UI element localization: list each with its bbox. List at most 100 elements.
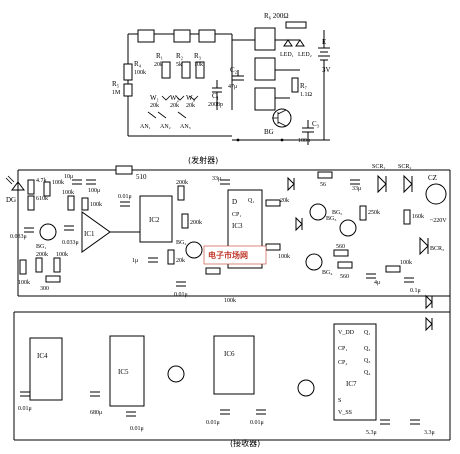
transmitter-caption: (发射器) [188,155,218,165]
label-ic3: IC3 [232,222,243,230]
rx-capacitor-c23 [256,409,266,415]
label-r16-val: 100k [224,298,236,304]
rx-capacitor-c14 [20,391,30,397]
label-r1-val: 4.7k [36,178,47,184]
tx-resistor-r5 [123,83,133,97]
label-ic3-d: D [232,198,237,206]
label-r3-val: 100k [52,180,64,186]
rx-resistor-r4 [19,259,27,275]
battery-icon [318,30,330,140]
transmitter-section: R₆ 200Ω R₄ 100k R₅ 1M R₁ 20k R₂ 5k R₃ 10… [112,12,331,165]
label-r2-val: 610k [36,196,48,202]
rx-transistor-bg4 [305,253,323,271]
label-c3-val: 10μ [64,174,73,180]
label-w2-val: 20k [170,103,179,109]
nand-gate-4 [254,27,276,51]
nand-gate-2 [173,29,191,43]
rx-transistor-bg3 [309,203,327,221]
label-an2: AN₂ [160,124,171,130]
rx-resistor-r10 [81,197,89,211]
label-c2-val: 0.033μ [62,240,79,246]
label-ic7-q3: Q₃ [364,358,370,364]
label-r5-val: 1M [112,90,121,96]
label-bg2: BG₂ [176,240,186,246]
label-ic7-cp2: CP₂ [338,360,347,366]
label-r11-val: 200k [176,180,188,186]
rx-capacitor-c2 [64,225,74,231]
receiver-section: 510 DG 4.7k 610k 100k 100k 200k 100k 300… [5,164,451,448]
label-bg1: BG₁ [36,244,46,250]
label-c2: C₂ [230,66,238,74]
label-r7: R₇ [300,82,308,90]
label-r10-val: 100k [90,202,102,208]
label-led2: LED₂ [298,52,312,58]
tx-resistor-r4 [123,63,133,81]
rx-resistor-r9 [67,195,75,211]
label-bg3: BG₃ [326,216,336,222]
rx-resistor-r19 [359,205,367,221]
tx-resistor-r7 [291,77,299,93]
rx-capacitor-c6 [148,257,158,263]
op-amp-ic1 [81,211,111,253]
label-r1-val: 20k [154,62,163,68]
rx-capacitor-c11 [404,277,414,283]
nand-gate-3 [198,29,216,43]
label-scr1: SCR₁ [372,164,385,170]
ic7-chip [333,323,377,421]
rx-resistor-r22 [385,265,401,273]
label-ic7-q4: Q₄ [364,370,370,376]
rx-resistor-r5 [35,257,43,273]
rx-resistor-r17 [317,171,333,179]
label-r6-val: 100k [56,252,68,258]
label-r19-val: 250k [368,210,380,216]
ic5-chip [109,335,145,407]
label-c18-val: 0.01μ [130,426,144,432]
label-e-val: 3V [322,66,331,74]
label-e: E [322,38,326,46]
label-c10-val: 4μ [374,280,380,286]
label-w1-val: 20k [150,103,159,109]
rx-capacitor-c17 [90,391,100,397]
diode-d10-icon [425,294,433,310]
nand-gate-1 [137,29,155,43]
tx-resistor-r1 [161,61,171,79]
label-c3-val: 100μ [298,138,310,144]
rx-capacitor-c5 [120,201,130,207]
rx-capacitor-c27 [410,419,420,425]
label-ic7-cp1: CP₁ [338,346,347,352]
label-r18-val: 560 [336,244,345,250]
label-c1-val: 0.033μ [10,234,27,240]
watermark-text: 电子市场网 [208,250,248,260]
tx-capacitor-c3 [302,120,314,145]
label-r9-val: 100k [62,190,74,196]
led2-icon [295,39,305,47]
label-r6: R₆ 200Ω [264,12,289,20]
tx-resistor-r3 [195,61,205,79]
led1-icon [283,39,293,47]
label-ic7-vss: V_SS [338,410,352,416]
rx-resistor-r3 [43,181,51,197]
rx-resistor-r14 [265,199,281,207]
rx-resistor-r2 [27,195,35,211]
label-r5-val: 200k [36,252,48,258]
label-scr2: SCR₂ [398,164,411,170]
tx-capacitor-c1 [212,80,222,110]
bcr-icon [419,236,429,256]
label-bcr: BCR₃ [430,246,444,252]
rx-capacitor-c22 [220,409,230,415]
label-ic7-vdd: V_DD [338,330,355,336]
label-c7-val: 0.01μ [174,292,188,298]
scr1-icon [377,174,387,194]
label-bg4: BG₄ [322,270,332,276]
label-c1: C₁ [212,92,219,100]
label-ic3-cp1: CP₁ [232,212,241,218]
rx-capacitor-c7 [176,281,186,287]
label-r7-val: 300 [40,286,49,292]
label-an1: AN₁ [140,124,151,130]
label-r4-val: 100k [18,280,30,286]
rx-transistor-bg5 [339,219,357,237]
rx-capacitor-c18 [126,411,136,417]
rx-capacitor-c9 [350,179,360,185]
socket-cz-icon [425,183,447,205]
